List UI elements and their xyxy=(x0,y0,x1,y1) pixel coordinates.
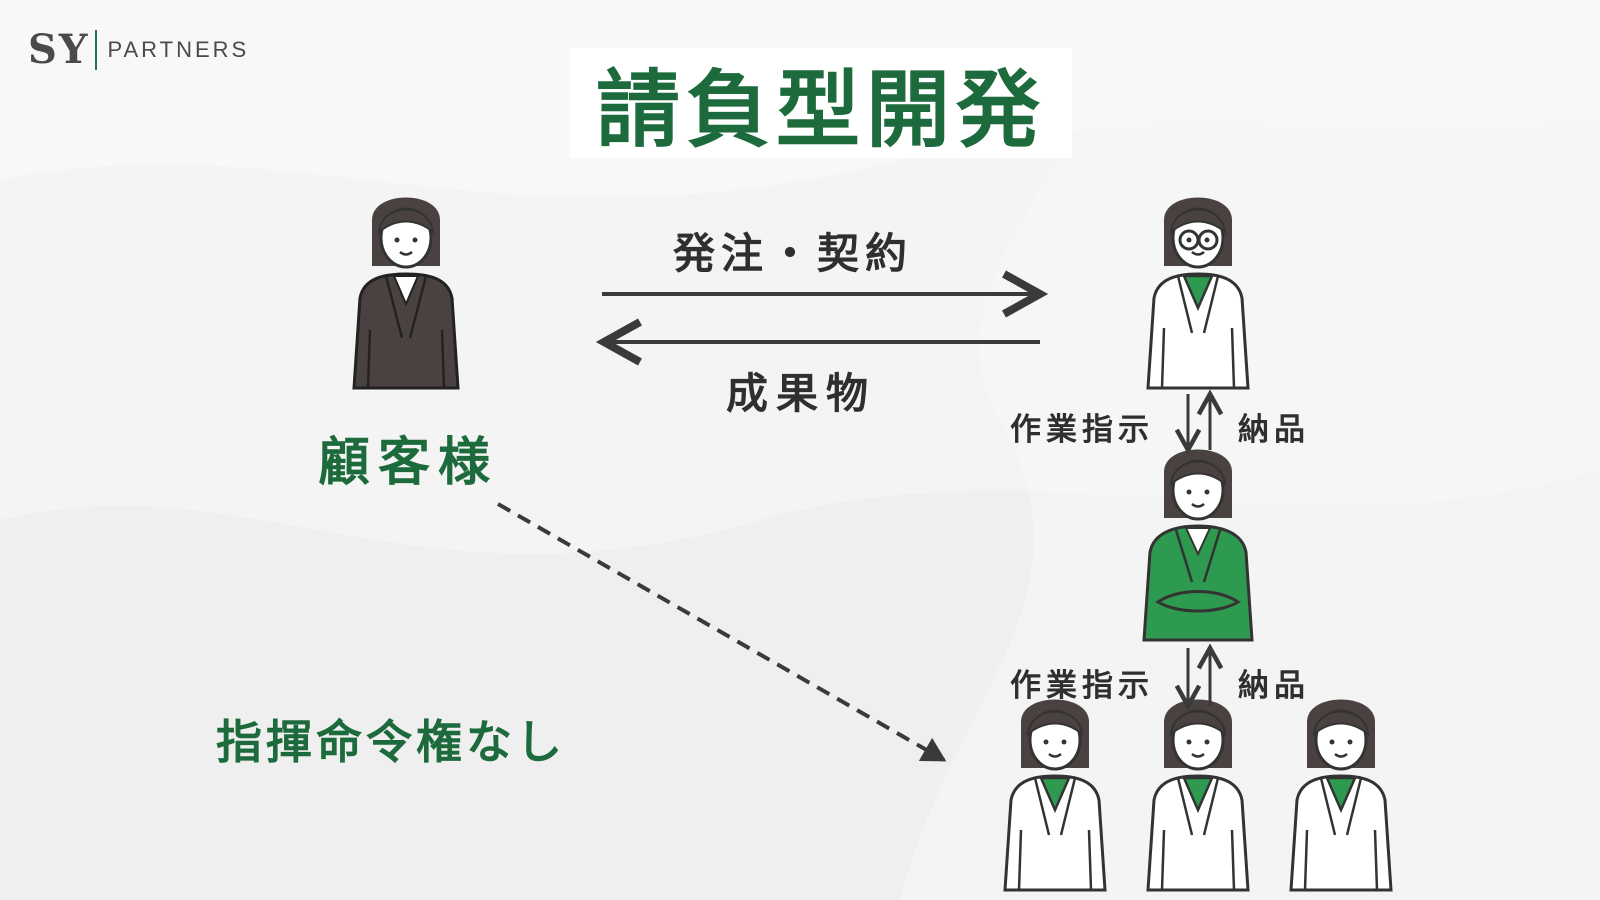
client-label: 顧客様 xyxy=(318,433,499,493)
no-command-authority-label: 指揮命令権なし xyxy=(216,715,566,769)
page-title: 請負型開発 xyxy=(595,60,1046,159)
contractor-manager-icon xyxy=(1148,198,1248,389)
work-instruction-label-top: 作業指示 xyxy=(1010,412,1154,448)
order-contract-label: 発注・契約 xyxy=(673,229,914,278)
deliverable-label: 成果物 xyxy=(726,369,877,418)
delivery-label-top: 納品 xyxy=(1238,412,1310,448)
brand-name: PARTNERS xyxy=(107,36,250,62)
team-leader-icon xyxy=(1144,450,1252,641)
delivery-label-bottom: 納品 xyxy=(1238,668,1310,704)
brand-divider xyxy=(95,29,98,70)
client-person-icon xyxy=(354,198,458,389)
manager-glasses-icon xyxy=(1178,229,1219,251)
work-instruction-label-bottom: 作業指示 xyxy=(1010,668,1154,704)
title-box: 請負型開発 xyxy=(570,48,1072,159)
brand-logo: SY PARTNERS xyxy=(28,26,249,73)
worker-icon xyxy=(1005,700,1105,891)
no-command-dashed-arrow xyxy=(497,502,947,762)
brand-mark: SY xyxy=(28,26,90,73)
worker-icon xyxy=(1148,700,1248,891)
worker-icon xyxy=(1291,700,1391,891)
